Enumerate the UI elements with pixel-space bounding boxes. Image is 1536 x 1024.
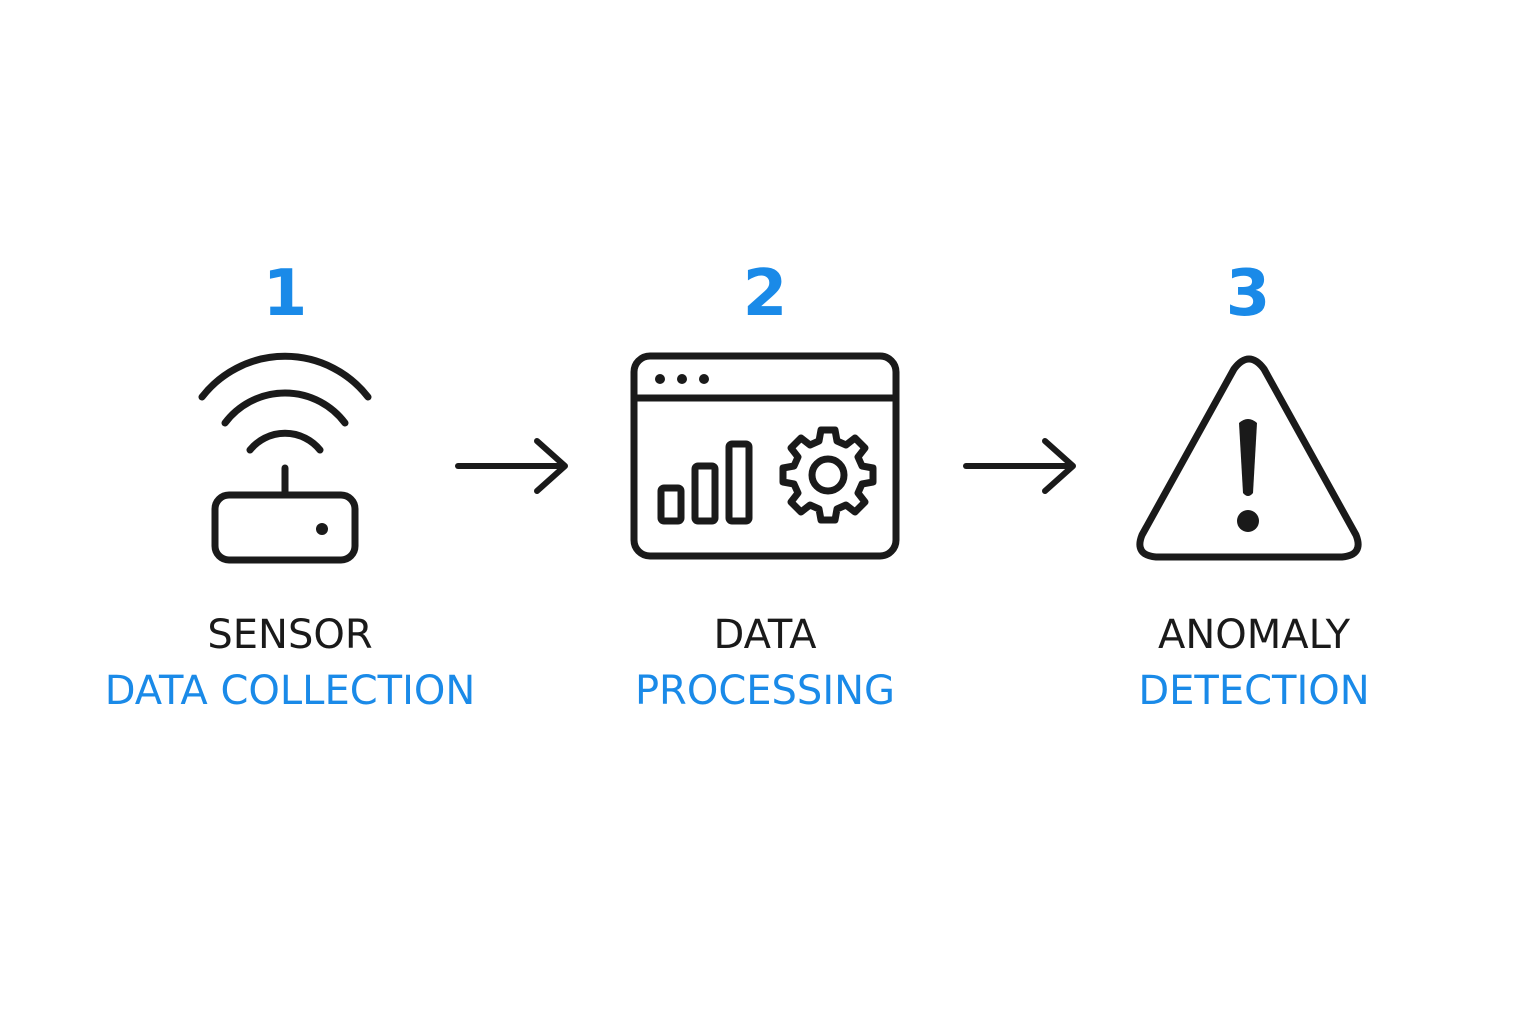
step-3-caption: ANOMALY DETECTION xyxy=(1044,607,1464,719)
step-2-title: DATA xyxy=(713,612,817,658)
arrow-right-icon xyxy=(963,438,1083,498)
browser-chart-gear-icon xyxy=(630,352,900,562)
step-2-subtitle: PROCESSING xyxy=(634,668,896,714)
warning-triangle-icon xyxy=(1132,355,1367,565)
step-3-number: 3 xyxy=(1225,257,1271,331)
step-1-title: SENSOR xyxy=(207,612,373,658)
step-1-caption: SENSOR DATA COLLECTION xyxy=(80,607,500,719)
step-1-number: 1 xyxy=(262,257,308,331)
arrow-right-icon xyxy=(455,438,575,498)
step-3-subtitle: DETECTION xyxy=(1138,668,1370,714)
step-2-caption: DATA PROCESSING xyxy=(555,607,975,719)
wifi-router-icon xyxy=(190,352,390,570)
step-3-title: ANOMALY xyxy=(1157,612,1351,658)
step-1-subtitle: DATA COLLECTION xyxy=(104,668,476,714)
step-2-number: 2 xyxy=(742,257,788,331)
